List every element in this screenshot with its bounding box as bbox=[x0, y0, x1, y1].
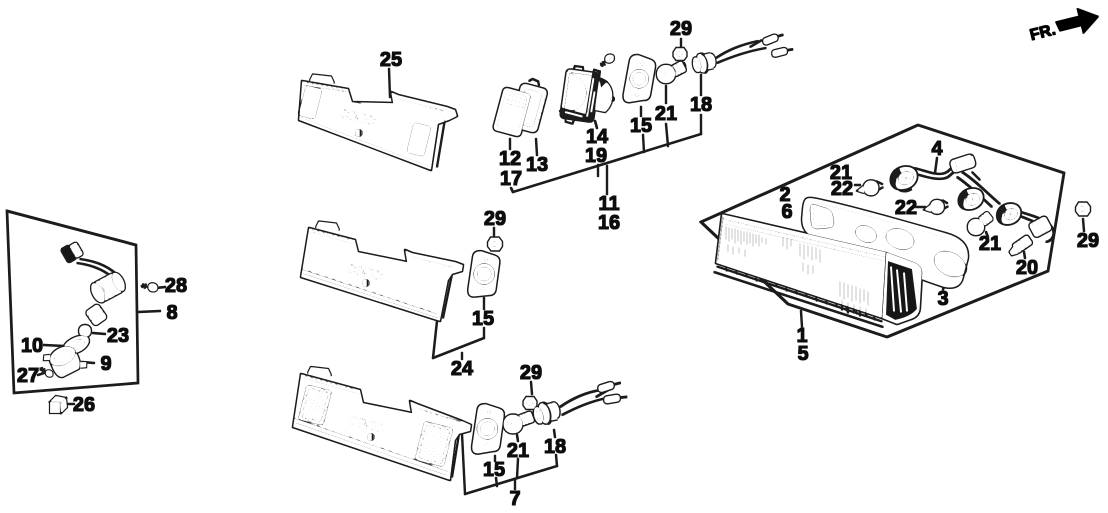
svg-text:17: 17 bbox=[500, 168, 522, 190]
svg-text:15: 15 bbox=[483, 459, 505, 481]
svg-text:11: 11 bbox=[598, 193, 619, 215]
svg-text:22: 22 bbox=[831, 178, 853, 200]
svg-text:14: 14 bbox=[586, 126, 609, 148]
svg-text:20: 20 bbox=[1016, 257, 1038, 279]
svg-text:21: 21 bbox=[507, 440, 529, 462]
svg-text:3: 3 bbox=[937, 288, 948, 310]
svg-text:16: 16 bbox=[598, 212, 620, 234]
svg-text:21: 21 bbox=[830, 162, 852, 184]
svg-text:18: 18 bbox=[690, 94, 712, 116]
svg-text:29: 29 bbox=[520, 362, 542, 384]
svg-text:19: 19 bbox=[585, 145, 607, 167]
svg-text:9: 9 bbox=[100, 353, 111, 375]
svg-text:1: 1 bbox=[796, 325, 807, 347]
svg-text:27: 27 bbox=[17, 365, 39, 387]
svg-text:21: 21 bbox=[979, 233, 1001, 255]
svg-text:7: 7 bbox=[509, 488, 520, 510]
svg-text:4: 4 bbox=[931, 138, 943, 160]
svg-text:25: 25 bbox=[380, 49, 402, 71]
svg-text:8: 8 bbox=[166, 302, 177, 324]
svg-text:21: 21 bbox=[655, 103, 677, 125]
svg-text:6: 6 bbox=[781, 201, 792, 223]
svg-text:29: 29 bbox=[484, 208, 506, 230]
svg-text:26: 26 bbox=[73, 394, 95, 416]
svg-text:24: 24 bbox=[451, 358, 474, 380]
svg-text:29: 29 bbox=[1077, 230, 1099, 252]
svg-text:FR.: FR. bbox=[1028, 21, 1057, 44]
svg-text:23: 23 bbox=[107, 325, 129, 347]
svg-text:5: 5 bbox=[797, 343, 808, 365]
svg-text:22: 22 bbox=[895, 197, 917, 219]
svg-text:10: 10 bbox=[21, 335, 43, 357]
svg-text:15: 15 bbox=[472, 308, 494, 330]
svg-text:2: 2 bbox=[779, 184, 790, 206]
svg-text:15: 15 bbox=[630, 115, 652, 137]
svg-text:12: 12 bbox=[499, 148, 521, 170]
svg-text:18: 18 bbox=[544, 436, 566, 458]
svg-text:28: 28 bbox=[165, 275, 187, 297]
svg-text:29: 29 bbox=[670, 18, 692, 40]
svg-text:13: 13 bbox=[526, 154, 548, 176]
